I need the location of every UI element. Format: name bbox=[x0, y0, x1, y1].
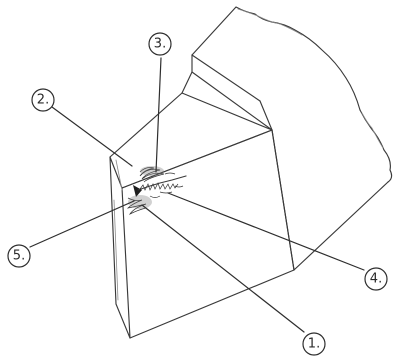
callout-5: 5. bbox=[8, 245, 30, 267]
leader-1 bbox=[142, 205, 304, 332]
callout-1-label: 1. bbox=[308, 337, 320, 352]
callout-3: 3. bbox=[149, 33, 171, 55]
callout-5-label: 5. bbox=[13, 249, 25, 264]
callout-2: 2. bbox=[32, 89, 54, 111]
callout-3-label: 3. bbox=[154, 37, 166, 52]
callout-4-label: 4. bbox=[370, 272, 382, 287]
leader-5 bbox=[30, 201, 134, 247]
callout-4: 4. bbox=[365, 268, 387, 290]
crack-zone bbox=[128, 166, 186, 214]
rear-block bbox=[182, 7, 392, 270]
front-prism bbox=[110, 93, 294, 338]
leader-2 bbox=[52, 107, 132, 166]
callout-2-label: 2. bbox=[37, 93, 49, 108]
callout-1: 1. bbox=[303, 333, 325, 355]
